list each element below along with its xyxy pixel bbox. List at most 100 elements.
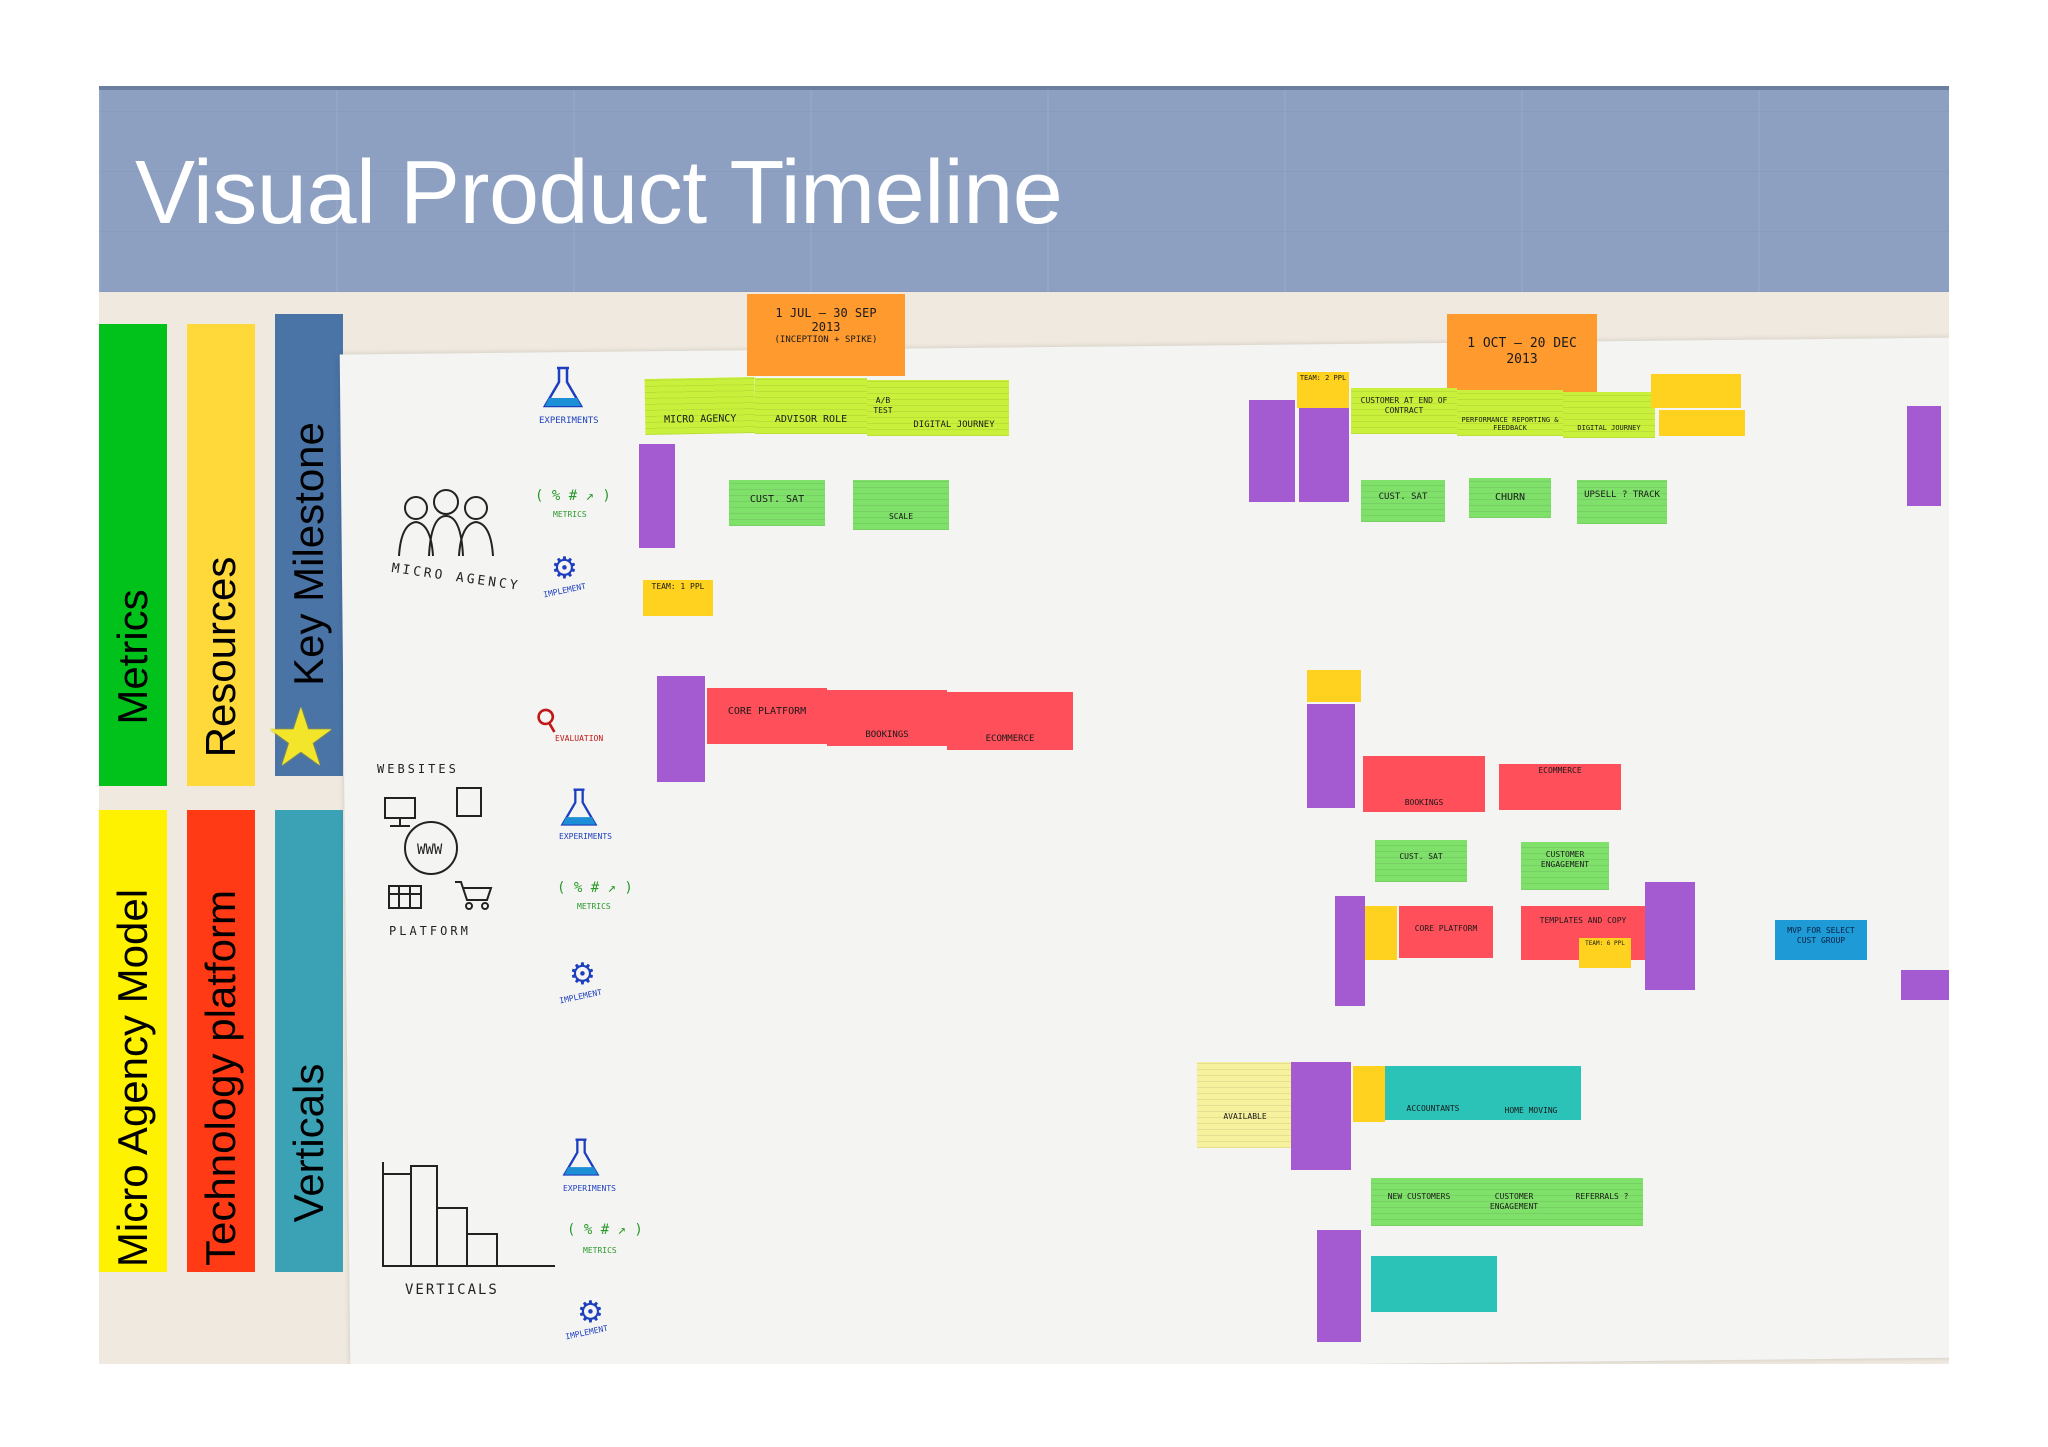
- note-accountants-text: ACCOUNTANTS: [1406, 1104, 1460, 1113]
- label-experiments-1: EXPERIMENTS: [539, 416, 599, 426]
- note-yellow-small-1: [1651, 374, 1741, 408]
- note-customer-engagement-text: CUSTOMER ENGAGEMENT: [1540, 850, 1590, 869]
- gear-icon: ⚙: [577, 1296, 604, 1329]
- note-purple-11: [1317, 1230, 1361, 1342]
- note-purple-8: [1645, 882, 1695, 990]
- flask-icon: [562, 1138, 600, 1176]
- milestone-q3: 1 JUL – 30 SEP 2013 (INCEPTION + SPIKE): [747, 294, 905, 376]
- note-purple-4: [1299, 408, 1349, 502]
- note-customer-end-text: CUSTOMER AT END OF CONTRACT: [1360, 396, 1448, 415]
- note-advisor-role-text: ADVISOR ROLE: [774, 414, 848, 425]
- note-team-1: TEAM: 1 PPL: [643, 580, 713, 616]
- gear-icon: ⚙: [569, 958, 596, 991]
- note-cust-sat-2-text: CUST. SAT: [1378, 492, 1428, 502]
- note-core-platform-text: CORE PLATFORM: [727, 706, 807, 717]
- row-label-verticals: VERTICALS: [405, 1282, 499, 1298]
- note-customer-engagement: CUSTOMER ENGAGEMENT: [1521, 842, 1609, 890]
- label-metric-symbols-3: ( % # ↗ ): [567, 1222, 643, 1238]
- star-icon: ★: [265, 693, 337, 782]
- note-team-2-text: TEAM: 2 PPL: [1299, 374, 1347, 382]
- note-bookings-text: BOOKINGS: [865, 730, 909, 740]
- label-metric-symbols-2: ( % # ↗ ): [557, 880, 633, 896]
- milestone-q3-line2: 2013: [811, 320, 841, 335]
- note-digital-journey-text: DIGITAL JOURNEY: [913, 420, 995, 430]
- note-digital-journey-2: DIGITAL JOURNEY: [1563, 392, 1655, 438]
- note-available-text: AVAILABLE: [1223, 1112, 1267, 1121]
- note-new-customers-text: NEW CUSTOMERS: [1387, 1192, 1451, 1201]
- slide-header: Visual Product Timeline: [99, 86, 1949, 292]
- note-upsell: UPSELL ? TRACK: [1577, 480, 1667, 524]
- slide: Visual Product Timeline Metrics Resource…: [99, 86, 1949, 1364]
- note-ab-test-text: A/B TEST: [873, 396, 893, 415]
- bar-chart-icon: [382, 1162, 555, 1267]
- note-customer-end: CUSTOMER AT END OF CONTRACT: [1351, 388, 1457, 434]
- note-home-moving: HOME MOVING: [1481, 1066, 1581, 1120]
- people-icon: [398, 489, 494, 557]
- note-purple-1: [639, 444, 675, 548]
- legend-resources-label: Resources: [197, 556, 244, 758]
- note-team-6: TEAM: 6 PPL: [1579, 938, 1631, 968]
- label-metrics-2: METRICS: [577, 902, 611, 911]
- flask-icon: [542, 366, 584, 408]
- legend-technology-platform: Technology platform: [187, 810, 255, 1272]
- milestone-q3-line1: 1 JUL – 30 SEP: [775, 306, 877, 320]
- note-customer-engagement-2: CUSTOMER ENGAGEMENT: [1467, 1178, 1561, 1226]
- note-cust-sat-2: CUST. SAT: [1361, 480, 1445, 522]
- note-micro-agency: MICRO AGENCY: [644, 377, 756, 435]
- note-ecommerce-2-text: ECOMMERCE: [1538, 766, 1582, 775]
- label-experiments-2: EXPERIMENTS: [559, 832, 612, 841]
- note-ab-test: A/B TEST: [867, 380, 899, 436]
- label-experiments-3: EXPERIMENTS: [563, 1184, 616, 1193]
- row-label-websites: WEBSITES: [377, 762, 459, 776]
- note-customer-engagement-2-text: CUSTOMER ENGAGEMENT: [1489, 1192, 1539, 1211]
- note-core-platform: CORE PLATFORM: [707, 688, 827, 744]
- note-accountants: ACCOUNTANTS: [1385, 1066, 1481, 1120]
- note-core-platform-2-text: CORE PLATFORM: [1414, 924, 1478, 933]
- note-available: AVAILABLE: [1197, 1062, 1293, 1148]
- note-purple-2: [657, 676, 705, 782]
- legend-micro-agency-model-label: Micro Agency Model: [109, 888, 156, 1268]
- note-performance-text: PERFORMANCE REPORTING & FEEDBACK: [1461, 416, 1559, 433]
- legend-technology-platform-label: Technology platform: [197, 890, 244, 1266]
- note-purple-7: [1335, 896, 1365, 1006]
- note-purple-5: [1907, 406, 1941, 506]
- website-platform-icon: WWW: [384, 787, 493, 910]
- note-cust-sat-text: CUST. SAT: [749, 494, 805, 505]
- note-cust-sat: CUST. SAT: [729, 480, 825, 526]
- legend-verticals-label: Verticals: [285, 1063, 332, 1222]
- note-purple-6: [1307, 704, 1355, 808]
- note-bookings-2-text: BOOKINGS: [1404, 798, 1444, 807]
- note-cust-sat-3: CUST. SAT: [1375, 840, 1467, 882]
- note-new-customers: NEW CUSTOMERS: [1371, 1178, 1467, 1226]
- note-purple-10: [1291, 1062, 1351, 1170]
- note-upsell-text: UPSELL ? TRACK: [1584, 490, 1660, 500]
- flask-icon: [560, 788, 598, 826]
- note-performance: PERFORMANCE REPORTING & FEEDBACK: [1457, 390, 1563, 436]
- milestone-q3-line3: (INCEPTION + SPIKE): [774, 334, 878, 345]
- legend-verticals: Verticals: [275, 810, 343, 1272]
- milestone-q4-line1: 1 OCT – 20 DEC: [1467, 336, 1577, 351]
- note-mvp: MVP FOR SELECT CUST GROUP: [1775, 920, 1867, 960]
- note-digital-journey-2-text: DIGITAL JOURNEY: [1577, 424, 1641, 432]
- note-team-4: [1365, 906, 1397, 960]
- row-label-platform: PLATFORM: [389, 924, 471, 938]
- legend-metrics: Metrics: [99, 324, 167, 786]
- note-purple-9: [1901, 970, 1949, 1000]
- legend-micro-agency-model: Micro Agency Model: [99, 810, 167, 1272]
- note-teal-3: [1371, 1256, 1497, 1312]
- note-ecommerce-text: ECOMMERCE: [985, 734, 1035, 744]
- legend-key-milestone-label: Key Milestone: [285, 422, 332, 687]
- note-core-platform-2: CORE PLATFORM: [1399, 906, 1493, 958]
- label-metric-symbols-1: ( % # ↗ ): [535, 488, 611, 504]
- note-scale: SCALE: [853, 480, 949, 530]
- label-evaluation: EVALUATION: [555, 734, 604, 743]
- note-team-6-text: TEAM: 6 PPL: [1585, 940, 1625, 947]
- label-metrics-1: METRICS: [553, 510, 587, 519]
- milestone-q4-line2: 2013: [1506, 351, 1538, 367]
- label-metrics-3: METRICS: [583, 1246, 617, 1255]
- note-churn-text: CHURN: [1494, 492, 1526, 503]
- note-churn: CHURN: [1469, 478, 1551, 518]
- note-team-5: [1353, 1066, 1385, 1122]
- legend-metrics-label: Metrics: [109, 588, 156, 725]
- note-team-3: [1307, 670, 1361, 702]
